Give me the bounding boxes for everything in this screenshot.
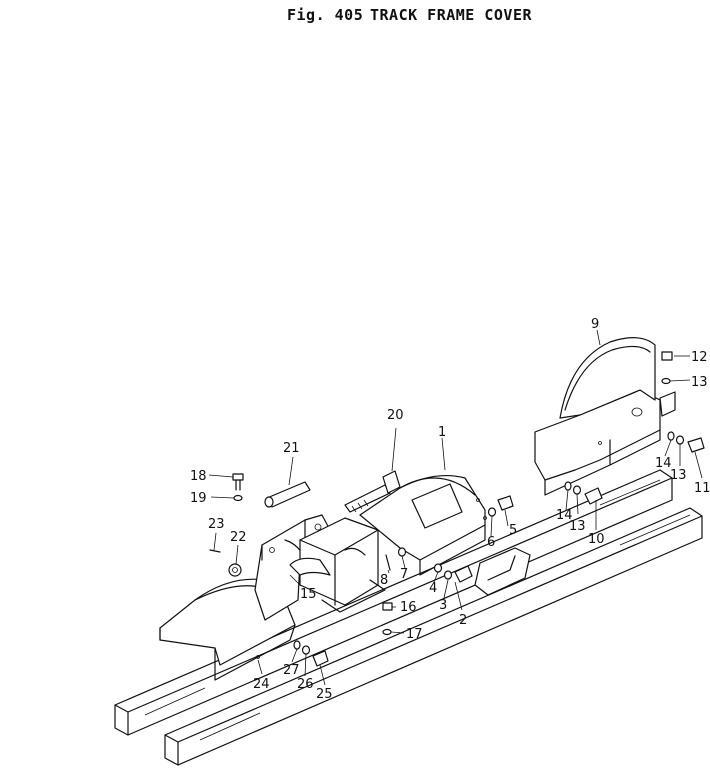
callout-7: 7: [400, 567, 408, 582]
pipe: [264, 481, 311, 508]
callout-labels: 1 2 3 4 5 6 7 8 9 10 11 12 13 13 13 14 1…: [190, 317, 710, 702]
callout-16: 16: [400, 600, 417, 615]
callout-13-top: 13: [691, 375, 708, 390]
bolt-18: [232, 473, 244, 491]
callout-13-right: 13: [670, 468, 687, 483]
callout-8: 8: [380, 573, 388, 588]
callout-6: 6: [487, 535, 495, 550]
pin-23: [209, 549, 221, 553]
callout-10: 10: [588, 532, 605, 547]
callout-22: 22: [230, 530, 247, 545]
wing-cover: [289, 557, 331, 576]
callout-27: 27: [283, 663, 300, 678]
figure-number: Fig. 405: [287, 6, 364, 24]
callout-23: 23: [208, 517, 225, 532]
callout-20: 20: [387, 408, 404, 423]
callout-25: 25: [316, 687, 333, 702]
callout-26: 26: [297, 677, 314, 692]
callout-11: 11: [694, 481, 710, 496]
rear-guard: [534, 337, 676, 496]
callout-3: 3: [439, 598, 447, 613]
callout-4: 4: [429, 581, 437, 596]
callout-21: 21: [283, 441, 300, 456]
callout-12: 12: [691, 350, 708, 365]
track-frame-rails: [114, 469, 703, 766]
callout-1: 1: [438, 425, 446, 440]
fasteners: [293, 351, 705, 667]
callout-18: 18: [190, 469, 207, 484]
callout-13-middle: 13: [569, 519, 586, 534]
leader-lines: [208, 329, 703, 686]
callout-14-right: 14: [655, 456, 672, 471]
callout-19: 19: [190, 491, 207, 506]
long-bolt: [344, 470, 401, 513]
figure-name: TRACK FRAME COVER: [370, 6, 533, 24]
nut-22: [228, 563, 242, 577]
mounting-plate: [474, 547, 531, 596]
washer-19: [233, 494, 243, 502]
callout-14-middle: 14: [556, 508, 573, 523]
callout-9: 9: [591, 317, 599, 332]
callout-5: 5: [509, 523, 517, 538]
callout-24: 24: [253, 677, 270, 692]
callout-15: 15: [300, 587, 317, 602]
callout-17: 17: [406, 627, 423, 642]
rear-cover: [359, 474, 487, 576]
callout-2: 2: [459, 613, 467, 628]
